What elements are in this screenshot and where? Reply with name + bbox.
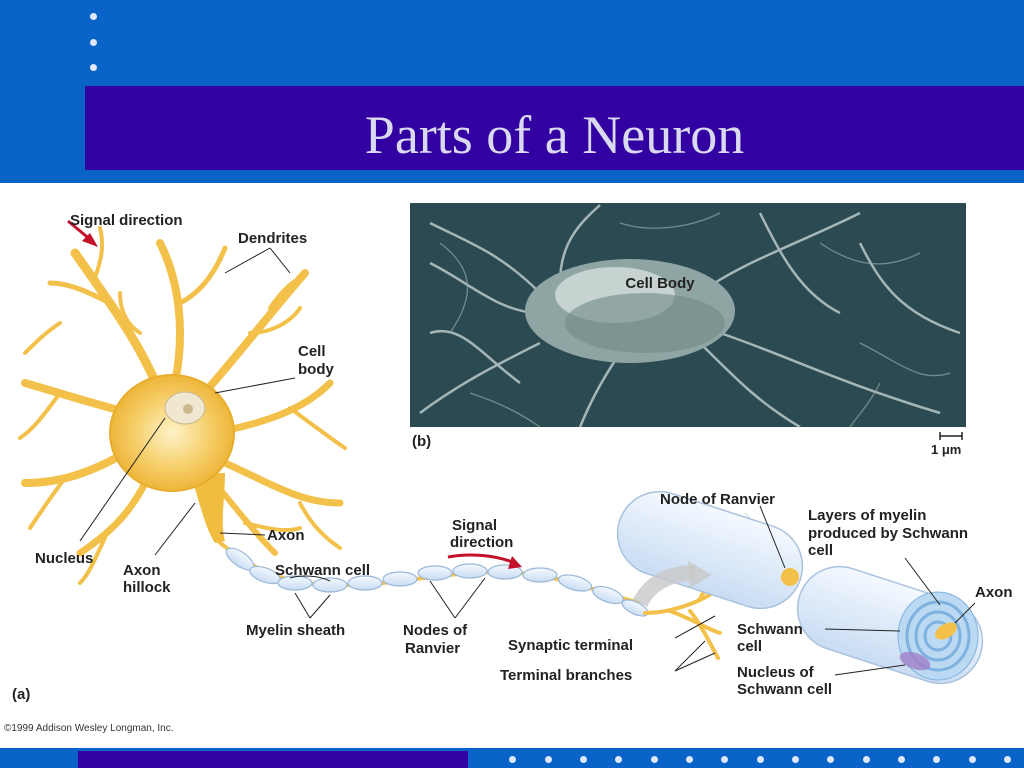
decor-dot — [90, 64, 97, 71]
decor-dot — [827, 756, 834, 763]
schwann-cell-label: Schwann cell — [275, 562, 370, 579]
schwann-cell-right-label-1: Schwann — [737, 621, 803, 638]
micrograph-panel: Cell Body (b) 1 μm — [410, 203, 966, 457]
decor-dot — [757, 756, 764, 763]
decor-dot — [721, 756, 728, 763]
cell-body-label-2: body — [298, 361, 334, 378]
decor-dot — [863, 756, 870, 763]
decor-dot — [933, 756, 940, 763]
decor-dot — [898, 756, 905, 763]
nucleus-schwann-label-1: Nucleus of — [737, 664, 815, 681]
dendrites-label: Dendrites — [238, 230, 307, 247]
nodes-of-ranvier-label-2: Ranvier — [405, 640, 460, 657]
decor-dot — [969, 756, 976, 763]
signal-direction-mid-label-2: direction — [450, 534, 513, 551]
axon-hillock-label-2: hillock — [123, 579, 171, 596]
decor-dot — [90, 39, 97, 46]
decor-dot — [545, 756, 552, 763]
decor-dot — [1004, 756, 1011, 763]
decor-dot — [615, 756, 622, 763]
panel-a-label: (a) — [12, 686, 30, 703]
schwann-cell-right-label-2: cell — [737, 638, 762, 655]
scale-bar-label: 1 μm — [931, 442, 961, 457]
panel-b-label: (b) — [412, 433, 431, 450]
myelin-sheath-label: Myelin sheath — [246, 622, 345, 639]
signal-direction-label: Signal direction — [70, 212, 183, 229]
copyright-notice: ©1999 Addison Wesley Longman, Inc. — [4, 723, 174, 734]
decor-dot — [651, 756, 658, 763]
layers-myelin-label-1: Layers of myelin — [808, 507, 926, 524]
decor-dot — [792, 756, 799, 763]
slide-title: Parts of a Neuron — [364, 105, 745, 165]
synaptic-terminal-label: Synaptic terminal — [508, 637, 633, 654]
nodes-of-ranvier-label-1: Nodes of — [403, 622, 468, 639]
neuron-diagram: Cell Body (b) 1 μm — [4, 203, 1013, 734]
neuron-drawing — [18, 219, 984, 685]
neuron-figure: Cell Body (b) 1 μm — [0, 183, 1024, 748]
axon-hillock-label-1: Axon — [123, 562, 161, 579]
nucleus-schwann-label-2: Schwann cell — [737, 681, 832, 698]
axon-right-label: Axon — [975, 584, 1013, 601]
decor-dot — [90, 13, 97, 20]
cell-body-label-1: Cell — [298, 343, 326, 360]
layers-myelin-label-3: cell — [808, 542, 833, 559]
decor-dot — [509, 756, 516, 763]
title-bar: Parts of a Neuron — [85, 86, 1024, 170]
bottom-bar — [78, 751, 468, 768]
terminal-branches-label: Terminal branches — [500, 667, 632, 684]
micro-cell-body-label: Cell Body — [625, 275, 695, 292]
signal-direction-mid-label-1: Signal — [452, 517, 497, 534]
decor-dot — [686, 756, 693, 763]
node-of-ranvier-label: Node of Ranvier — [660, 491, 775, 508]
axon-label: Axon — [267, 527, 305, 544]
decor-dot — [580, 756, 587, 763]
nucleus-label: Nucleus — [35, 550, 93, 567]
layers-myelin-label-2: produced by Schwann — [808, 525, 968, 542]
